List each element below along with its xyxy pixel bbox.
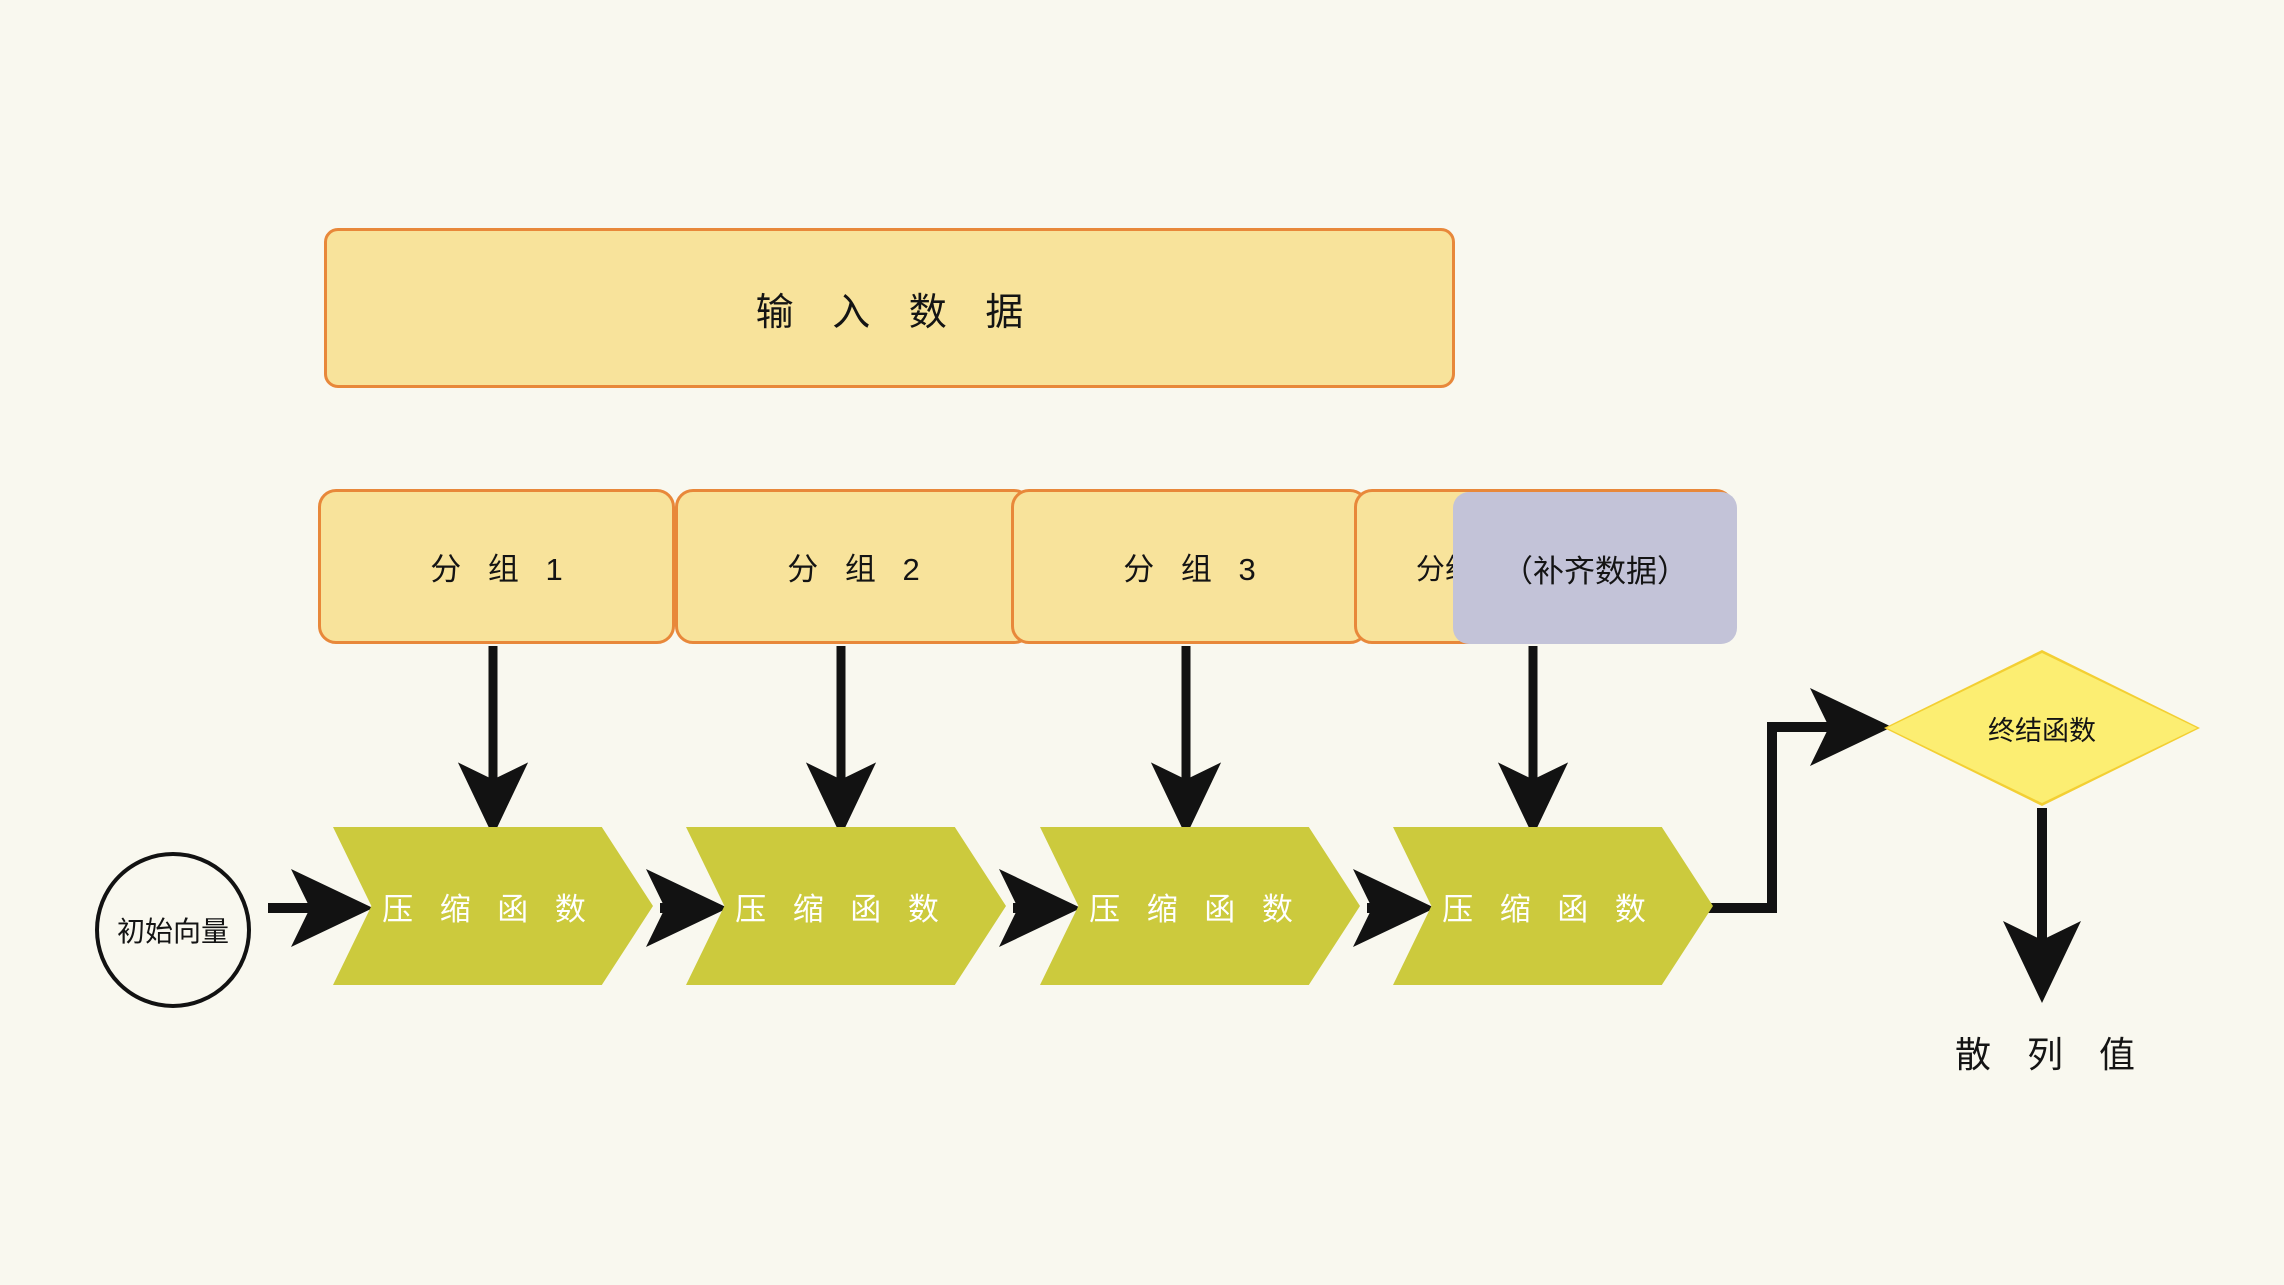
initial-vector-label: 初始向量	[116, 916, 229, 947]
edge-compression4-to-finalization	[1690, 688, 1892, 913]
finalization-function-label: 终结函数	[1988, 715, 2096, 746]
padding-data-label: （补齐数据）	[1502, 553, 1688, 589]
group-box-3: 分 组 3	[1011, 489, 1368, 644]
finalization-function-node: 终结函数	[1884, 650, 2200, 806]
compression-function-1-label: 压 缩 函 数	[382, 891, 595, 927]
group-box-1: 分 组 1	[318, 489, 675, 644]
compression-function-4: 压 缩 函 数	[1393, 827, 1713, 985]
compression-function-3: 压 缩 函 数	[1040, 827, 1360, 985]
compression-function-1: 压 缩 函 数	[333, 827, 653, 985]
compression-function-2: 压 缩 函 数	[686, 827, 1006, 985]
input-data-label: 输 入 数 据	[755, 291, 1038, 334]
group-box-3-label: 分 组 3	[1123, 552, 1265, 587]
compression-function-4-label: 压 缩 函 数	[1442, 891, 1655, 927]
hash-value-label: 散 列 值	[1954, 1034, 2148, 1075]
group-box-1-label: 分 组 1	[430, 552, 572, 587]
group-box-2: 分 组 2	[675, 489, 1032, 644]
hash-value-node: 散 列 值	[1930, 1024, 2160, 1080]
input-data-box: 输 入 数 据	[324, 228, 1455, 388]
padding-data-box: （补齐数据）	[1453, 492, 1737, 644]
compression-function-2-label: 压 缩 函 数	[735, 891, 948, 927]
group-box-2-label: 分 组 2	[787, 552, 929, 587]
compression-function-3-label: 压 缩 函 数	[1089, 891, 1302, 927]
initial-vector-node: 初始向量	[95, 852, 251, 1008]
